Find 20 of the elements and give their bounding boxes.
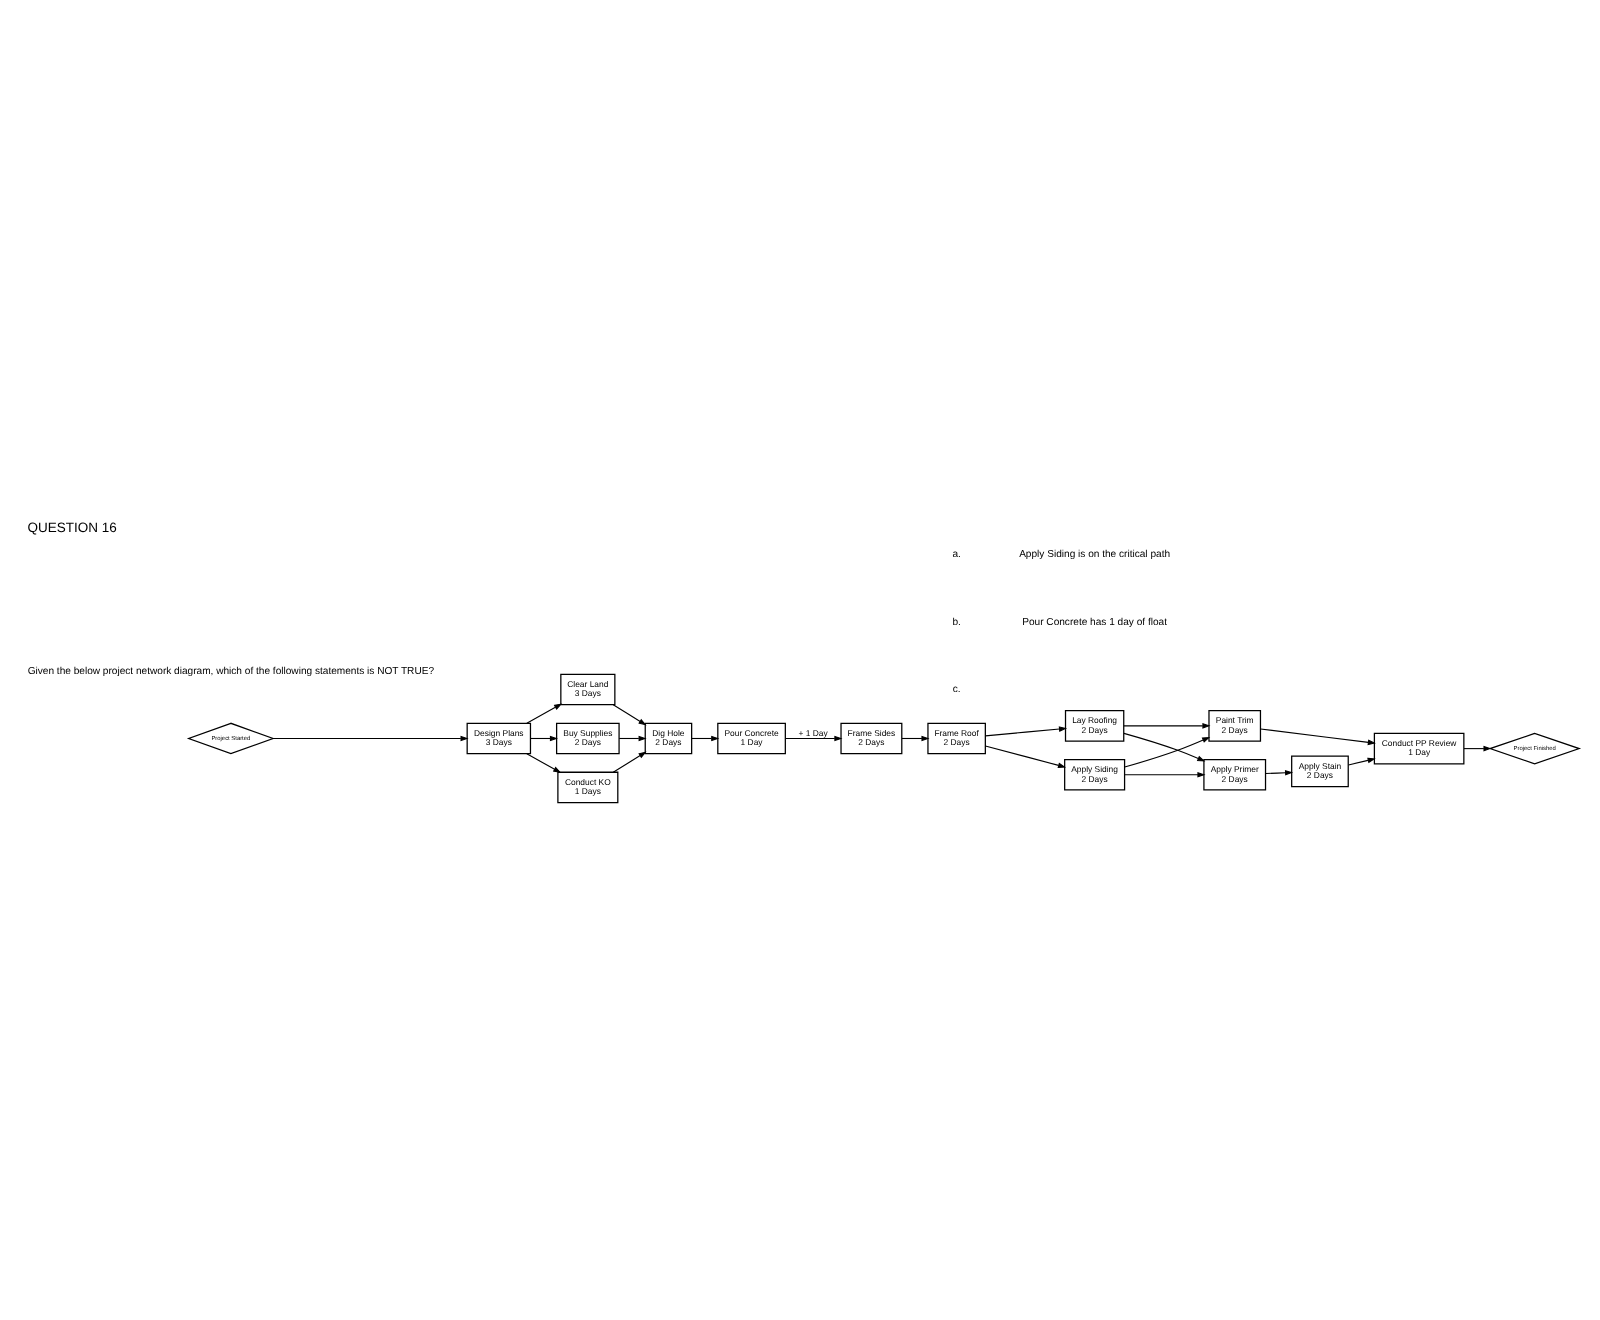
arrow — [526, 753, 562, 774]
arrow — [1124, 736, 1211, 768]
arrow — [984, 726, 1068, 737]
arrow — [1123, 732, 1206, 762]
arrow — [618, 735, 647, 742]
arrow — [901, 735, 930, 742]
arrow — [272, 735, 469, 742]
arrow — [1463, 745, 1492, 752]
arrow — [691, 735, 720, 742]
arrow — [984, 745, 1067, 769]
arrow — [530, 735, 558, 742]
arrow — [1260, 728, 1376, 746]
arrow — [785, 735, 843, 742]
arrow — [1123, 723, 1211, 729]
arrow — [526, 703, 563, 724]
arrow — [612, 751, 647, 773]
arrow — [1124, 771, 1206, 778]
arrow — [1265, 769, 1294, 776]
arrow — [1347, 757, 1376, 766]
arrow — [612, 704, 647, 726]
